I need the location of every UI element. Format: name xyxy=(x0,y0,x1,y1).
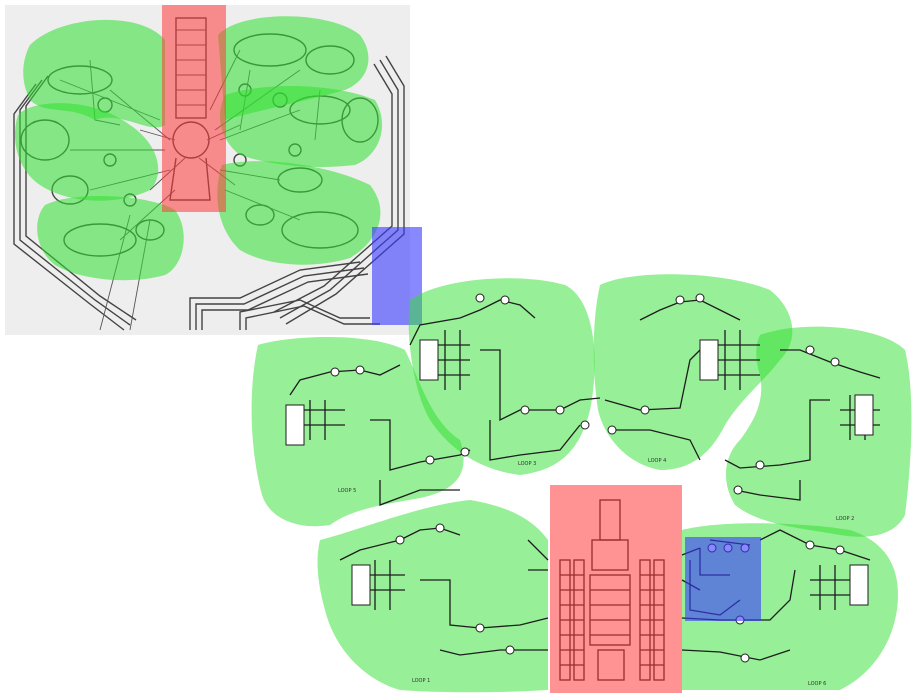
loop-label-6: LOOP 6 xyxy=(808,681,826,687)
sketch-loop-regions xyxy=(14,16,383,281)
sketch-loop-region-w xyxy=(14,103,159,201)
sketch-loop-region-se xyxy=(217,161,381,265)
loop-region-5 xyxy=(251,336,464,527)
loop-label-2: LOOP 2 xyxy=(836,516,854,522)
sketch-loop-region-sw xyxy=(37,195,184,281)
sketch-loop-region-nw xyxy=(23,19,165,128)
schematic-connector-region xyxy=(685,537,761,621)
loop-region-2 xyxy=(725,326,912,537)
loop-label-4: LOOP 4 xyxy=(648,458,666,464)
schematic-vessel-region xyxy=(550,485,682,693)
loop-label-5: LOOP 5 xyxy=(338,488,356,494)
sketch-loop-region-e xyxy=(220,85,383,167)
loop-region-1 xyxy=(317,500,548,693)
loop-region-3 xyxy=(408,278,595,475)
schematic-components xyxy=(285,293,874,663)
plant-schematic: LOOP 1 LOOP 2 LOOP 3 LOOP 4 LOOP 5 LOOP … xyxy=(251,274,912,693)
sketch-vessel-region xyxy=(162,5,226,212)
loop-label-1: LOOP 1 xyxy=(412,678,430,684)
loop-region-4 xyxy=(593,274,793,470)
loop-label-3: LOOP 3 xyxy=(518,461,536,467)
loop-labels: LOOP 1 LOOP 2 LOOP 3 LOOP 4 LOOP 5 LOOP … xyxy=(338,458,854,687)
sketch-highlights xyxy=(14,5,422,325)
